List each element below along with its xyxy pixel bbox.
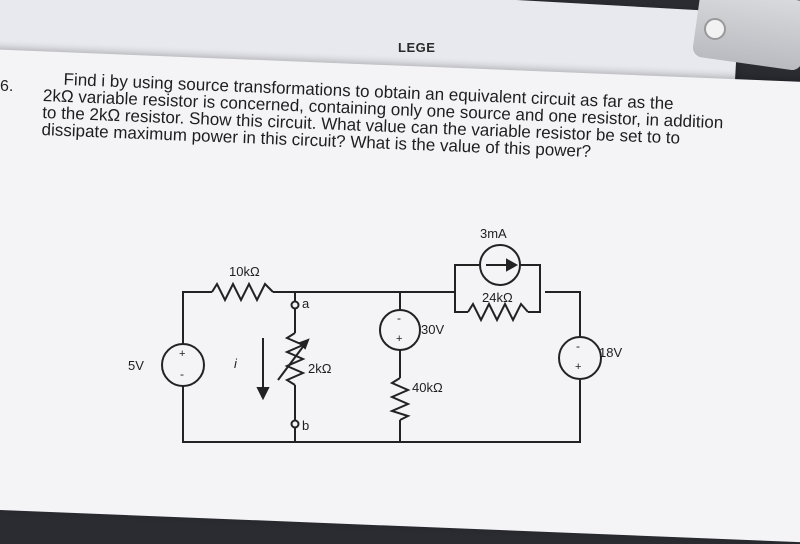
resistor-10k <box>211 281 274 303</box>
label-current-i: i <box>234 356 238 371</box>
label-40k: 40kΩ <box>412 380 443 395</box>
node-a-terminal <box>290 300 300 310</box>
label-5v: 5V <box>128 358 144 373</box>
circuit-diagram: 5V + - 10kΩ a b i 2kΩ - + 30V 40kΩ 3mA 2… <box>128 226 622 443</box>
device-button-icon <box>704 18 726 40</box>
label-node-a: a <box>302 296 310 311</box>
label-18v: 18V <box>599 345 622 360</box>
resistor-2k-variable <box>284 332 306 386</box>
label-18v-plus: + <box>575 361 581 373</box>
label-30v: 30V <box>421 322 444 337</box>
current-arrowhead-icon <box>256 387 270 401</box>
label-30v-minus: - <box>397 311 401 325</box>
source-30v-circle <box>379 309 421 351</box>
source-3ma-arrowhead-icon <box>506 258 519 272</box>
variable-arrowhead-icon <box>298 338 310 350</box>
resistor-40k <box>389 377 411 421</box>
label-node-b: b <box>302 418 309 433</box>
source-5v-circle <box>161 343 205 387</box>
label-24k: 24kΩ <box>482 290 513 305</box>
label-30v-plus: + <box>396 333 402 345</box>
source-18v-circle <box>558 336 602 380</box>
problem-number: 6. <box>0 78 14 95</box>
node-b-terminal <box>290 419 300 429</box>
label-10k: 10kΩ <box>229 264 260 279</box>
label-5v-minus: - <box>180 367 184 381</box>
label-2k: 2kΩ <box>308 361 332 376</box>
resistor-24k <box>467 301 529 323</box>
label-3ma: 3mA <box>480 226 507 241</box>
circuit-wires <box>182 264 581 443</box>
label-5v-plus: + <box>179 348 185 360</box>
back-sheet-header: LEGE <box>398 40 436 55</box>
label-18v-minus: - <box>576 339 580 353</box>
